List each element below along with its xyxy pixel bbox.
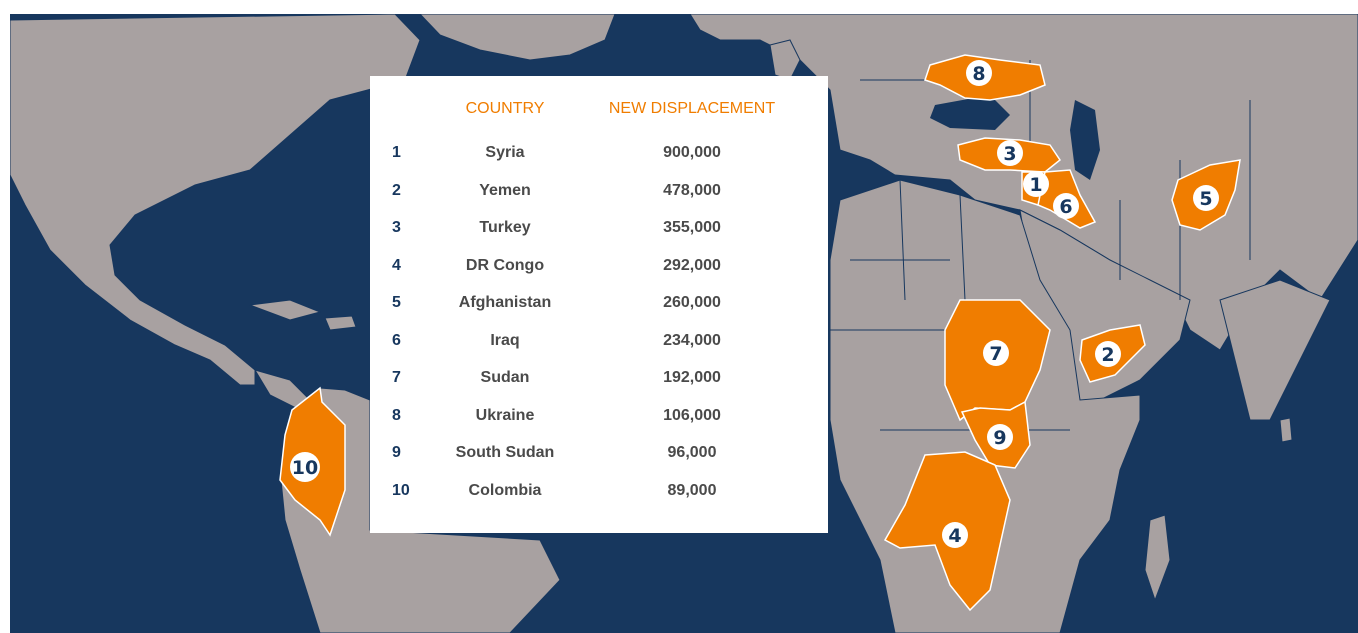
table-row: 9 South Sudan 96,000 — [370, 444, 828, 474]
country-cell: Ukraine — [475, 406, 535, 424]
displacement-cell: 89,000 — [667, 481, 717, 499]
rank-cell: 2 — [392, 181, 401, 199]
rank-cell: 10 — [392, 481, 410, 499]
displacement-cell: 260,000 — [663, 294, 721, 311]
marker-circle — [1053, 193, 1079, 219]
marker-3: 3 — [997, 140, 1023, 166]
table-row: 10 Colombia 89,000 — [370, 482, 828, 512]
table-row: 4 DR Congo 292,000 — [370, 257, 828, 287]
country-cell: Yemen — [479, 181, 531, 199]
rank-cell: 1 — [392, 144, 401, 161]
caspian-sea — [1070, 100, 1100, 180]
marker-4: 4 — [942, 522, 968, 548]
rank-cell: 9 — [392, 444, 401, 461]
rank-cell: 8 — [392, 406, 401, 424]
marker-2: 2 — [1095, 341, 1121, 367]
britain-landmass — [769, 39, 801, 81]
marker-label: 10 — [292, 457, 318, 479]
north-america-landmass — [10, 14, 421, 386]
marker-circle — [997, 140, 1023, 166]
rank-cell: 3 — [392, 219, 401, 236]
marker-circle — [966, 60, 992, 86]
country-cell: Syria — [485, 144, 525, 161]
displacement-cell: 292,000 — [663, 256, 721, 274]
rank-cell: 6 — [392, 331, 401, 349]
marker-6: 6 — [1053, 193, 1079, 219]
black-sea — [930, 95, 1010, 130]
table-row: 1 Syria 900,000 — [370, 144, 828, 174]
displacement-cell: 478,000 — [663, 181, 721, 199]
marker-9: 9 — [987, 424, 1013, 450]
displacement-cell: 355,000 — [663, 219, 721, 236]
marker-circle — [1095, 341, 1121, 367]
marker-label: 4 — [948, 525, 961, 547]
caribbean-landmass — [324, 315, 357, 331]
marker-8: 8 — [966, 60, 992, 86]
displacement-table-panel: COUNTRY NEW DISPLACEMENT 1 Syria 900,000 2 Y… — [370, 76, 828, 533]
marker-circle — [942, 522, 968, 548]
rank-cell: 4 — [392, 256, 401, 274]
table-row: 2 Yemen 478,000 — [370, 182, 828, 212]
madagascar-landmass — [1144, 514, 1171, 602]
marker-circle — [987, 424, 1013, 450]
marker-label: 1 — [1029, 174, 1042, 196]
greenland-landmass — [419, 14, 616, 61]
table-row: 6 Iraq 234,000 — [370, 332, 828, 362]
marker-label: 8 — [972, 63, 985, 85]
marker-7: 7 — [983, 340, 1009, 366]
marker-5: 5 — [1193, 185, 1219, 211]
sri-lanka-landmass — [1279, 417, 1293, 443]
country-cell: South Sudan — [455, 444, 555, 461]
header-country: COUNTRY — [465, 100, 545, 117]
rank-cell: 5 — [392, 294, 401, 311]
displacement-cell: 900,000 — [663, 144, 721, 161]
marker-1: 1 — [1023, 171, 1049, 197]
marker-label: 9 — [993, 427, 1006, 449]
header-new-displacement: NEW DISPLACEMENT — [608, 100, 776, 117]
country-cell: Sudan — [480, 369, 530, 386]
displacement-cell: 234,000 — [663, 331, 721, 349]
marker-circle — [1023, 171, 1049, 197]
table-row: 8 Ukraine 106,000 — [370, 407, 828, 437]
displacement-cell: 106,000 — [663, 406, 721, 424]
table-row: 5 Afghanistan 260,000 — [370, 294, 828, 324]
displacement-cell: 96,000 — [667, 444, 717, 461]
country-cell: Afghanistan — [458, 294, 552, 311]
marker-label: 3 — [1003, 143, 1016, 165]
marker-label: 2 — [1101, 344, 1114, 366]
cuba-landmass — [249, 299, 322, 321]
marker-circle — [290, 452, 320, 482]
country-cell: Colombia — [468, 481, 542, 499]
rank-cell: 7 — [392, 369, 401, 386]
country-cell: Iraq — [490, 331, 520, 349]
marker-label: 7 — [989, 343, 1002, 365]
marker-10: 10 — [290, 452, 320, 482]
marker-circle — [1193, 185, 1219, 211]
country-cell: DR Congo — [465, 256, 545, 274]
marker-circle — [983, 340, 1009, 366]
displacement-cell: 192,000 — [663, 369, 721, 386]
marker-label: 5 — [1199, 188, 1212, 210]
marker-label: 6 — [1059, 196, 1072, 218]
india-landmass — [1219, 279, 1331, 421]
table-row: 7 Sudan 192,000 — [370, 369, 828, 399]
markers-layer: 1 2 3 4 5 6 7 8 9 10 — [290, 60, 1219, 548]
table-row: 3 Turkey 355,000 — [370, 219, 828, 249]
country-cell: Turkey — [479, 219, 531, 236]
map-canvas: 1 2 3 4 5 6 7 8 9 10 — [10, 14, 1358, 633]
